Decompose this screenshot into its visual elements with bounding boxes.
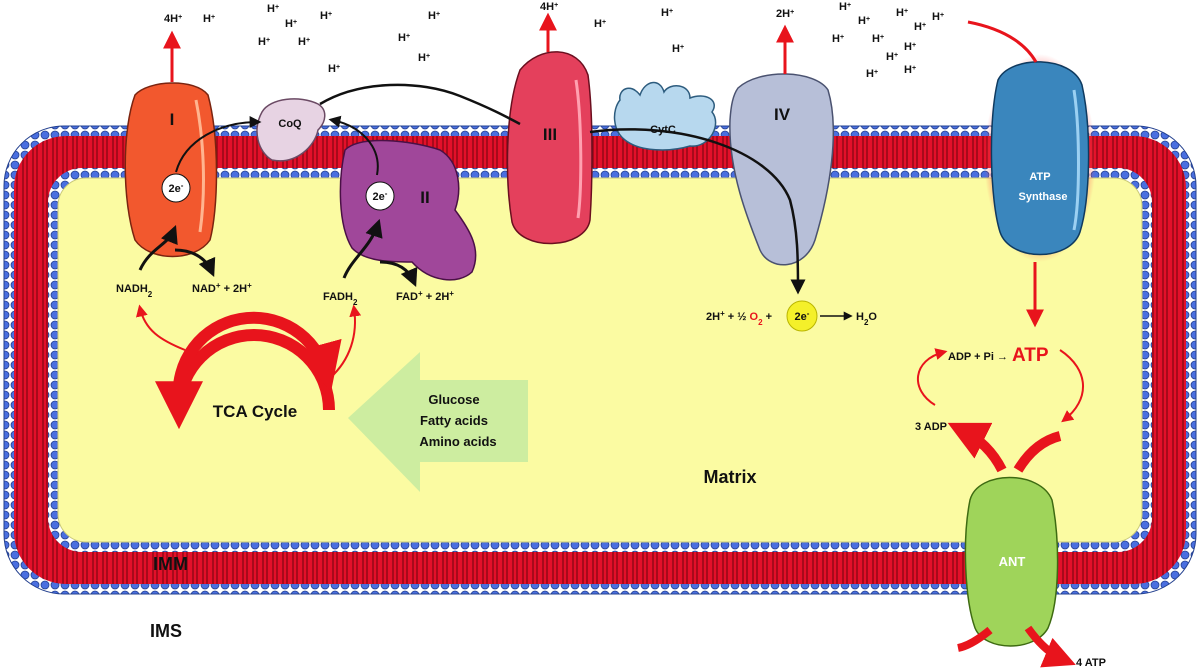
proton: H+: [320, 10, 332, 22]
atp-synthase-label-line-1: ATP: [1029, 171, 1050, 183]
proton: H+: [858, 15, 870, 27]
proton: H+: [661, 7, 673, 19]
electron-path-3-to-4: [589, 128, 806, 295]
atp-cycle-arrow-left: [917, 348, 948, 406]
proton: H+: [932, 11, 944, 23]
proton: H+: [203, 13, 215, 25]
complex-2: [339, 139, 477, 281]
tca-to-nadh-arrow: [136, 304, 186, 351]
inner-mitochondrial-membrane: [3, 125, 1197, 595]
ims-protons: H+ H+ H+ H+ H+ H+ H+ H+ H+ H+ H+ H+ H+ H…: [203, 1, 944, 80]
fuel-amino-acids-label: Amino acids: [419, 434, 496, 449]
fad-products-label: FAD+ + 2H+: [396, 289, 454, 304]
atp-product-label: ATP: [1012, 345, 1049, 366]
fuel-input-arrow: [348, 352, 528, 492]
electron-pair-complex-2: [365, 181, 395, 211]
proton: H+: [904, 64, 916, 76]
adenine-nucleotide-translocator: [964, 476, 1059, 647]
proton: H+: [328, 63, 340, 75]
adp-to-ant-arrow: [947, 422, 1007, 473]
complex-3-proton-label: 4H+: [540, 1, 558, 13]
proton: H+: [285, 18, 297, 30]
ant-adp-import-arrow: [957, 626, 993, 652]
fadh-label: FADH2: [323, 291, 358, 307]
atp-synthase: [984, 54, 1096, 262]
ant-label: ANT: [999, 554, 1026, 569]
adp-pi-label: ADP + Pi →: [948, 351, 1008, 363]
cytc-label: CytC: [650, 124, 676, 136]
nad-products-label: NAD+ + 2H+: [192, 281, 252, 296]
complex-3: [506, 51, 593, 245]
proton: H+: [839, 1, 851, 13]
fad-release-arrow: [379, 260, 418, 287]
electron-pair-complex-1: [161, 173, 191, 203]
complex-4: [729, 73, 835, 266]
atp-synthase-label-line-2: Synthase: [1019, 191, 1068, 203]
proton: H+: [832, 33, 844, 45]
complex-3-label: III: [543, 125, 557, 144]
atp-cycle-arrow-right: [1059, 349, 1084, 423]
complex-4-label: IV: [774, 105, 791, 124]
electron-pair-complex-4: [786, 300, 818, 332]
matrix-label: Matrix: [703, 467, 756, 487]
four-atp-label: 4 ATP: [1076, 657, 1106, 669]
coenzyme-q: [256, 98, 326, 162]
electron-label-complex-4: 2e-: [795, 309, 810, 324]
three-adp-label: 3 ADP: [915, 421, 947, 433]
proton: H+: [267, 3, 279, 15]
proton: H+: [428, 10, 440, 22]
electron-label-complex-1: 2e-: [169, 181, 184, 196]
complex-4-proton-label: 2H+: [776, 8, 794, 20]
water-product-label: H2O: [856, 311, 877, 327]
proton: H+: [398, 32, 410, 44]
fuel-fatty-acids-label: Fatty acids: [420, 413, 488, 428]
proton: H+: [904, 41, 916, 53]
nadh-to-complex-1-arrow: [138, 224, 178, 271]
electron-path-2-to-coq: [328, 115, 379, 176]
nadh-label: NADH2: [116, 283, 153, 299]
proton-into-atp-synthase-arrow: [967, 20, 1038, 63]
electron-path-1-to-coq: [175, 116, 262, 173]
proton: H+: [258, 36, 270, 48]
complex-1: [124, 82, 218, 258]
tca-to-fadh-arrow: [329, 304, 362, 379]
tca-cycle: [155, 311, 342, 430]
fadh-to-complex-2-arrow: [342, 218, 383, 279]
electron-path-coq-to-3: [319, 83, 521, 126]
proton: H+: [866, 68, 878, 80]
nad-release-arrow: [174, 248, 216, 277]
proton: H+: [298, 36, 310, 48]
oxygen-reduction-reactants: 2H+ + ½ O2 +: [706, 309, 772, 327]
tca-cycle-label: TCA Cycle: [213, 402, 297, 421]
coq-label: CoQ: [278, 118, 302, 130]
proton: H+: [914, 21, 926, 33]
proton: H+: [594, 18, 606, 30]
fuel-glucose-label: Glucose: [428, 392, 479, 407]
complex-2-label: II: [420, 188, 429, 207]
ant-out-arrow: [1013, 431, 1062, 473]
ims-label: IMS: [150, 621, 182, 641]
complex-1-proton-label: 4H+: [164, 13, 182, 25]
ant-atp-export-arrow: [1024, 625, 1076, 668]
proton: H+: [886, 51, 898, 63]
complex-1-label: I: [170, 110, 175, 129]
cytochrome-c: [613, 81, 717, 151]
proton: H+: [672, 43, 684, 55]
proton: H+: [418, 52, 430, 64]
electron-label-complex-2: 2e-: [373, 189, 388, 204]
proton: H+: [896, 7, 908, 19]
proton: H+: [872, 33, 884, 45]
imm-label: IMM: [153, 554, 188, 574]
